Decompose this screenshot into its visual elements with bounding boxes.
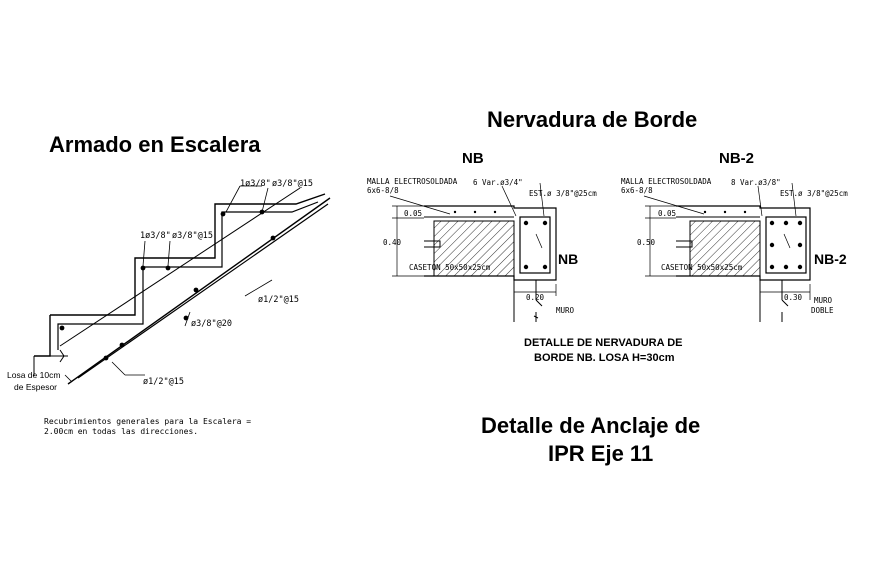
rib-detail-caption-1: DETALLE DE NERVADURA DE: [524, 337, 683, 349]
bar-top-label: 1ø3/8": [240, 179, 271, 189]
nb-dim-width: 0.20: [526, 293, 545, 302]
nb-caseton-label: CASETON 50x50x25cm: [409, 263, 491, 272]
nb2-wall-label-1: MURO: [814, 296, 833, 305]
nb2-wall: [759, 280, 789, 322]
nb2-detail: NB-2 MALLA ELECTROSOLDADA 6x6-8/8 8 Var.…: [621, 150, 848, 322]
cover-note-2: 2.00cm en todas las direcciones.: [44, 427, 198, 436]
rib-detail-caption-2: BORDE NB. LOSA H=30cm: [534, 352, 675, 364]
spacing-mid-label: ø3/8"@15: [172, 231, 213, 241]
nb-stirrup: EST.ø 3/8"@25cm: [529, 189, 597, 198]
nb-wall: [513, 280, 543, 322]
stair-leaders: [64, 185, 273, 383]
bar-mid-label: 1ø3/8": [140, 231, 171, 241]
stair-title: Armado en Escalera: [49, 132, 261, 157]
nb-stirrup-shape: [519, 216, 551, 274]
rebar-diagonal: [59, 187, 301, 347]
rib-title: Nervadura de Borde: [487, 107, 697, 132]
slab-label-1: Losa de 10cm: [7, 370, 60, 380]
nb2-dims: [643, 182, 811, 300]
anchor-title-2: IPR Eje 11: [548, 441, 653, 466]
slab-stub: [33, 349, 68, 376]
nb-dim-height: 0.40: [383, 238, 402, 247]
nb-bars: 6 Var.ø3/4": [473, 178, 523, 187]
nb-caseton: [433, 220, 515, 277]
nb2-stirrup-shape: [765, 216, 807, 274]
nb-section-outline: [424, 205, 557, 281]
stair-soffit: [67, 197, 331, 385]
nb2-caseton-label: CASETON 50x50x25cm: [661, 263, 743, 272]
stair-detail: Armado en Escalera: [7, 132, 331, 436]
nb-mesh-1: MALLA ELECTROSOLDADA: [367, 177, 458, 186]
nb2-dim-top: 0.05: [658, 209, 676, 218]
nb2-side-label: NB-2: [814, 251, 847, 267]
nb-detail: NB MALLA ELECTROSOLDADA 6x6-8/8 6 Var.ø3…: [367, 150, 597, 322]
nb2-wall-label-2: DOBLE: [811, 306, 834, 315]
nb2-mesh-1: MALLA ELECTROSOLDADA: [621, 177, 712, 186]
nb-dims: [389, 182, 557, 296]
nb2-caseton: [689, 220, 761, 277]
nb-mesh-2: 6x6-8/8: [367, 186, 399, 195]
nb-dim-top: 0.05: [404, 209, 422, 218]
bar-diag2-label: ø3/8"@20: [191, 319, 232, 329]
cover-note-1: Recubrimientos generales para la Escaler…: [44, 417, 251, 426]
bar-diag3-label: ø1/2"@15: [143, 377, 184, 387]
nb-bar-dots: [453, 210, 548, 270]
bar-diag1-label: ø1/2"@15: [258, 295, 299, 305]
nb2-bars: 8 Var.ø3/8": [731, 178, 781, 187]
nb-wall-label: MURO: [556, 306, 575, 315]
nb2-notch: [676, 240, 693, 248]
stair-outline: [34, 193, 326, 357]
rebar-steps: [57, 201, 319, 350]
nb-side-label: NB: [558, 251, 578, 267]
nb-notch: [424, 240, 441, 248]
nb2-stirrup: EST.ø 3/8"@25cm: [780, 189, 848, 198]
anchor-title-1: Detalle de Anclaje de: [481, 413, 700, 438]
nb2-dim-width: 0.30: [784, 293, 803, 302]
nb2-dim-height: 0.50: [637, 238, 656, 247]
nb2-bar-dots: [703, 210, 803, 270]
spacing-top-label: ø3/8"@15: [272, 179, 313, 189]
nb2-section-outline: [676, 205, 811, 281]
slab-label-2: de Espesor: [14, 382, 57, 392]
rebar-dots: [59, 209, 276, 361]
rebar-bottom: [77, 203, 329, 379]
nb2-label: NB-2: [719, 150, 754, 167]
nb-label: NB: [462, 150, 484, 167]
nb2-mesh-2: 6x6-8/8: [621, 186, 653, 195]
